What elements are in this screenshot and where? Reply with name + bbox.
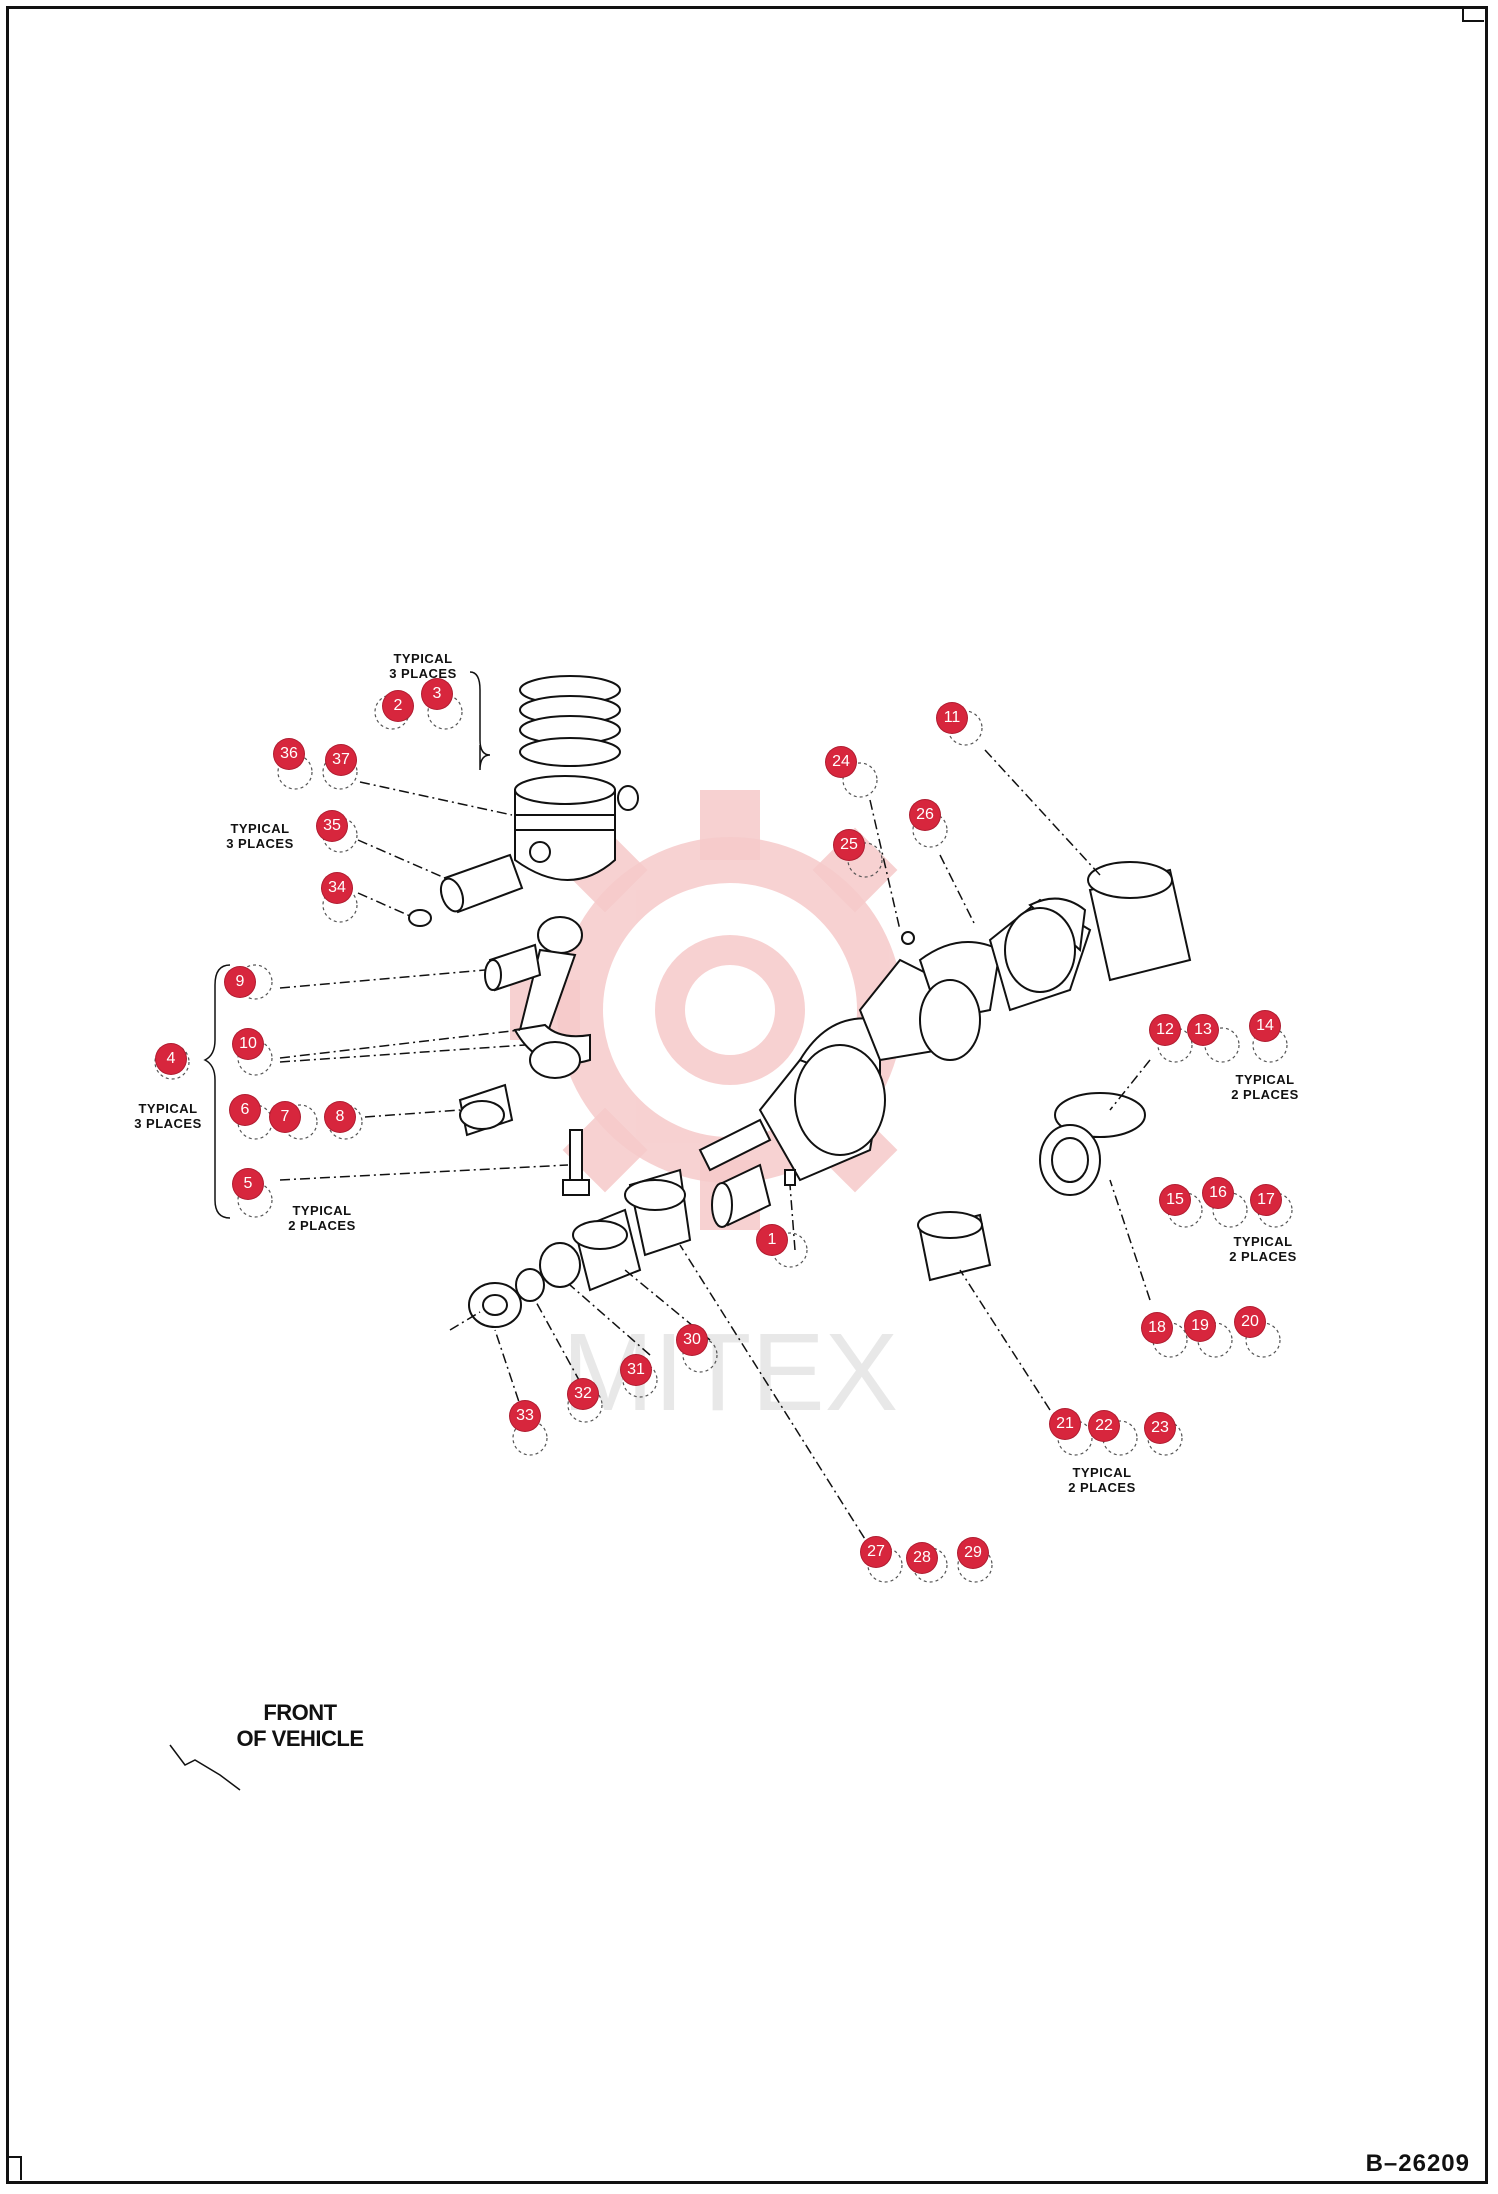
note-rod-group: TYPICAL 3 PLACES — [123, 1101, 213, 1132]
callout-5[interactable]: 5 — [233, 1169, 263, 1199]
front-snap-ring — [539, 1242, 581, 1288]
snap-ring — [617, 785, 639, 811]
front-washer — [515, 1268, 545, 1302]
connecting-rod — [513, 916, 591, 1079]
note-line: TYPICAL — [1072, 1465, 1132, 1480]
callout-2[interactable]: 2 — [383, 691, 413, 721]
callout-15[interactable]: 15 — [1160, 1185, 1190, 1215]
border-corner-mark — [6, 2156, 22, 2180]
border-corner-mark — [1462, 6, 1484, 22]
note-line: 2 PLACES — [288, 1217, 356, 1233]
mid-main-bearing — [1039, 1092, 1146, 1196]
note-line: 2 PLACES — [1231, 1086, 1299, 1102]
callout-19[interactable]: 19 — [1185, 1311, 1215, 1341]
callout-33[interactable]: 33 — [510, 1401, 540, 1431]
note-main-bearing-low: TYPICAL 2 PLACES — [1052, 1465, 1152, 1496]
note-line: TYPICAL — [292, 1203, 352, 1218]
callout-31[interactable]: 31 — [621, 1355, 651, 1385]
main-bearing-front — [624, 1168, 692, 1257]
piston — [514, 775, 616, 881]
callout-9[interactable]: 9 — [225, 967, 255, 997]
callout-14[interactable]: 14 — [1250, 1011, 1280, 1041]
note-piston-rings: TYPICAL 3 PLACES — [378, 651, 468, 682]
drawing-border — [6, 6, 1488, 2184]
piston-rings — [519, 675, 621, 767]
callout-30[interactable]: 30 — [677, 1325, 707, 1355]
front-seal — [468, 1282, 522, 1328]
callout-6[interactable]: 6 — [230, 1095, 260, 1125]
callout-28[interactable]: 28 — [907, 1543, 937, 1573]
callout-16[interactable]: 16 — [1203, 1178, 1233, 1208]
callout-37[interactable]: 37 — [326, 745, 356, 775]
piston-pin — [439, 853, 524, 914]
callout-7[interactable]: 7 — [270, 1102, 300, 1132]
watermark-text: MITEX — [562, 1311, 898, 1434]
callout-20[interactable]: 20 — [1235, 1307, 1265, 1337]
callout-35[interactable]: 35 — [317, 811, 347, 841]
callout-3[interactable]: 3 — [422, 679, 452, 709]
callout-34[interactable]: 34 — [322, 873, 352, 903]
note-line: 2 PLACES — [1068, 1479, 1136, 1495]
callout-27[interactable]: 27 — [861, 1537, 891, 1567]
callout-12[interactable]: 12 — [1150, 1015, 1180, 1045]
timing-gear — [572, 1208, 642, 1292]
front-label-line: OF VEHICLE — [236, 1726, 364, 1752]
note-rod-bolt: TYPICAL 2 PLACES — [272, 1203, 372, 1234]
bracket-marks — [169, 671, 491, 1791]
crankshaft — [698, 897, 1092, 1182]
callout-23[interactable]: 23 — [1145, 1413, 1175, 1443]
front-of-vehicle-label: FRONT OF VEHICLE — [200, 1700, 400, 1753]
note-line: 3 PLACES — [226, 835, 294, 851]
callout-21[interactable]: 21 — [1050, 1409, 1080, 1439]
note-line: TYPICAL — [1235, 1072, 1295, 1087]
front-label-line: FRONT — [263, 1700, 337, 1725]
callout-24[interactable]: 24 — [826, 747, 856, 777]
note-line: TYPICAL — [138, 1101, 198, 1116]
callout-22[interactable]: 22 — [1089, 1411, 1119, 1441]
leader-lines — [279, 749, 1151, 1556]
callout-25[interactable]: 25 — [834, 830, 864, 860]
callout-13[interactable]: 13 — [1188, 1015, 1218, 1045]
small-end-bushing — [484, 943, 542, 992]
rod-bearing — [458, 1083, 514, 1137]
callout-8[interactable]: 8 — [325, 1102, 355, 1132]
note-line: TYPICAL — [1233, 1234, 1293, 1249]
callout-17[interactable]: 17 — [1251, 1185, 1281, 1215]
crank-plug — [901, 931, 915, 945]
callout-11[interactable]: 11 — [937, 703, 967, 733]
callout-4[interactable]: 4 — [156, 1044, 186, 1074]
figure-number: B–26209 — [1365, 2150, 1470, 2178]
callout-26[interactable]: 26 — [910, 800, 940, 830]
callout-32[interactable]: 32 — [568, 1379, 598, 1409]
note-line: TYPICAL — [230, 821, 290, 836]
note-piston-pin: TYPICAL 3 PLACES — [215, 821, 305, 852]
callout-36[interactable]: 36 — [274, 739, 304, 769]
note-line: TYPICAL — [393, 651, 453, 666]
crank-gear — [711, 1163, 772, 1228]
callout-18[interactable]: 18 — [1142, 1313, 1172, 1343]
callout-29[interactable]: 29 — [958, 1538, 988, 1568]
callout-1[interactable]: 1 — [757, 1225, 787, 1255]
note-line: 2 PLACES — [1229, 1248, 1297, 1264]
note-line: 3 PLACES — [389, 665, 457, 681]
rear-main-bearing — [1087, 861, 1192, 982]
lower-main-bearing — [917, 1211, 992, 1282]
note-line: 3 PLACES — [134, 1115, 202, 1131]
snap-ring — [408, 909, 432, 927]
callout-10[interactable]: 10 — [233, 1029, 263, 1059]
note-main-bearing-mid: TYPICAL 2 PLACES — [1213, 1234, 1313, 1265]
note-main-bearing-top: TYPICAL 2 PLACES — [1215, 1072, 1315, 1103]
rod-bolt — [562, 1129, 590, 1196]
crank-key — [784, 1169, 796, 1186]
